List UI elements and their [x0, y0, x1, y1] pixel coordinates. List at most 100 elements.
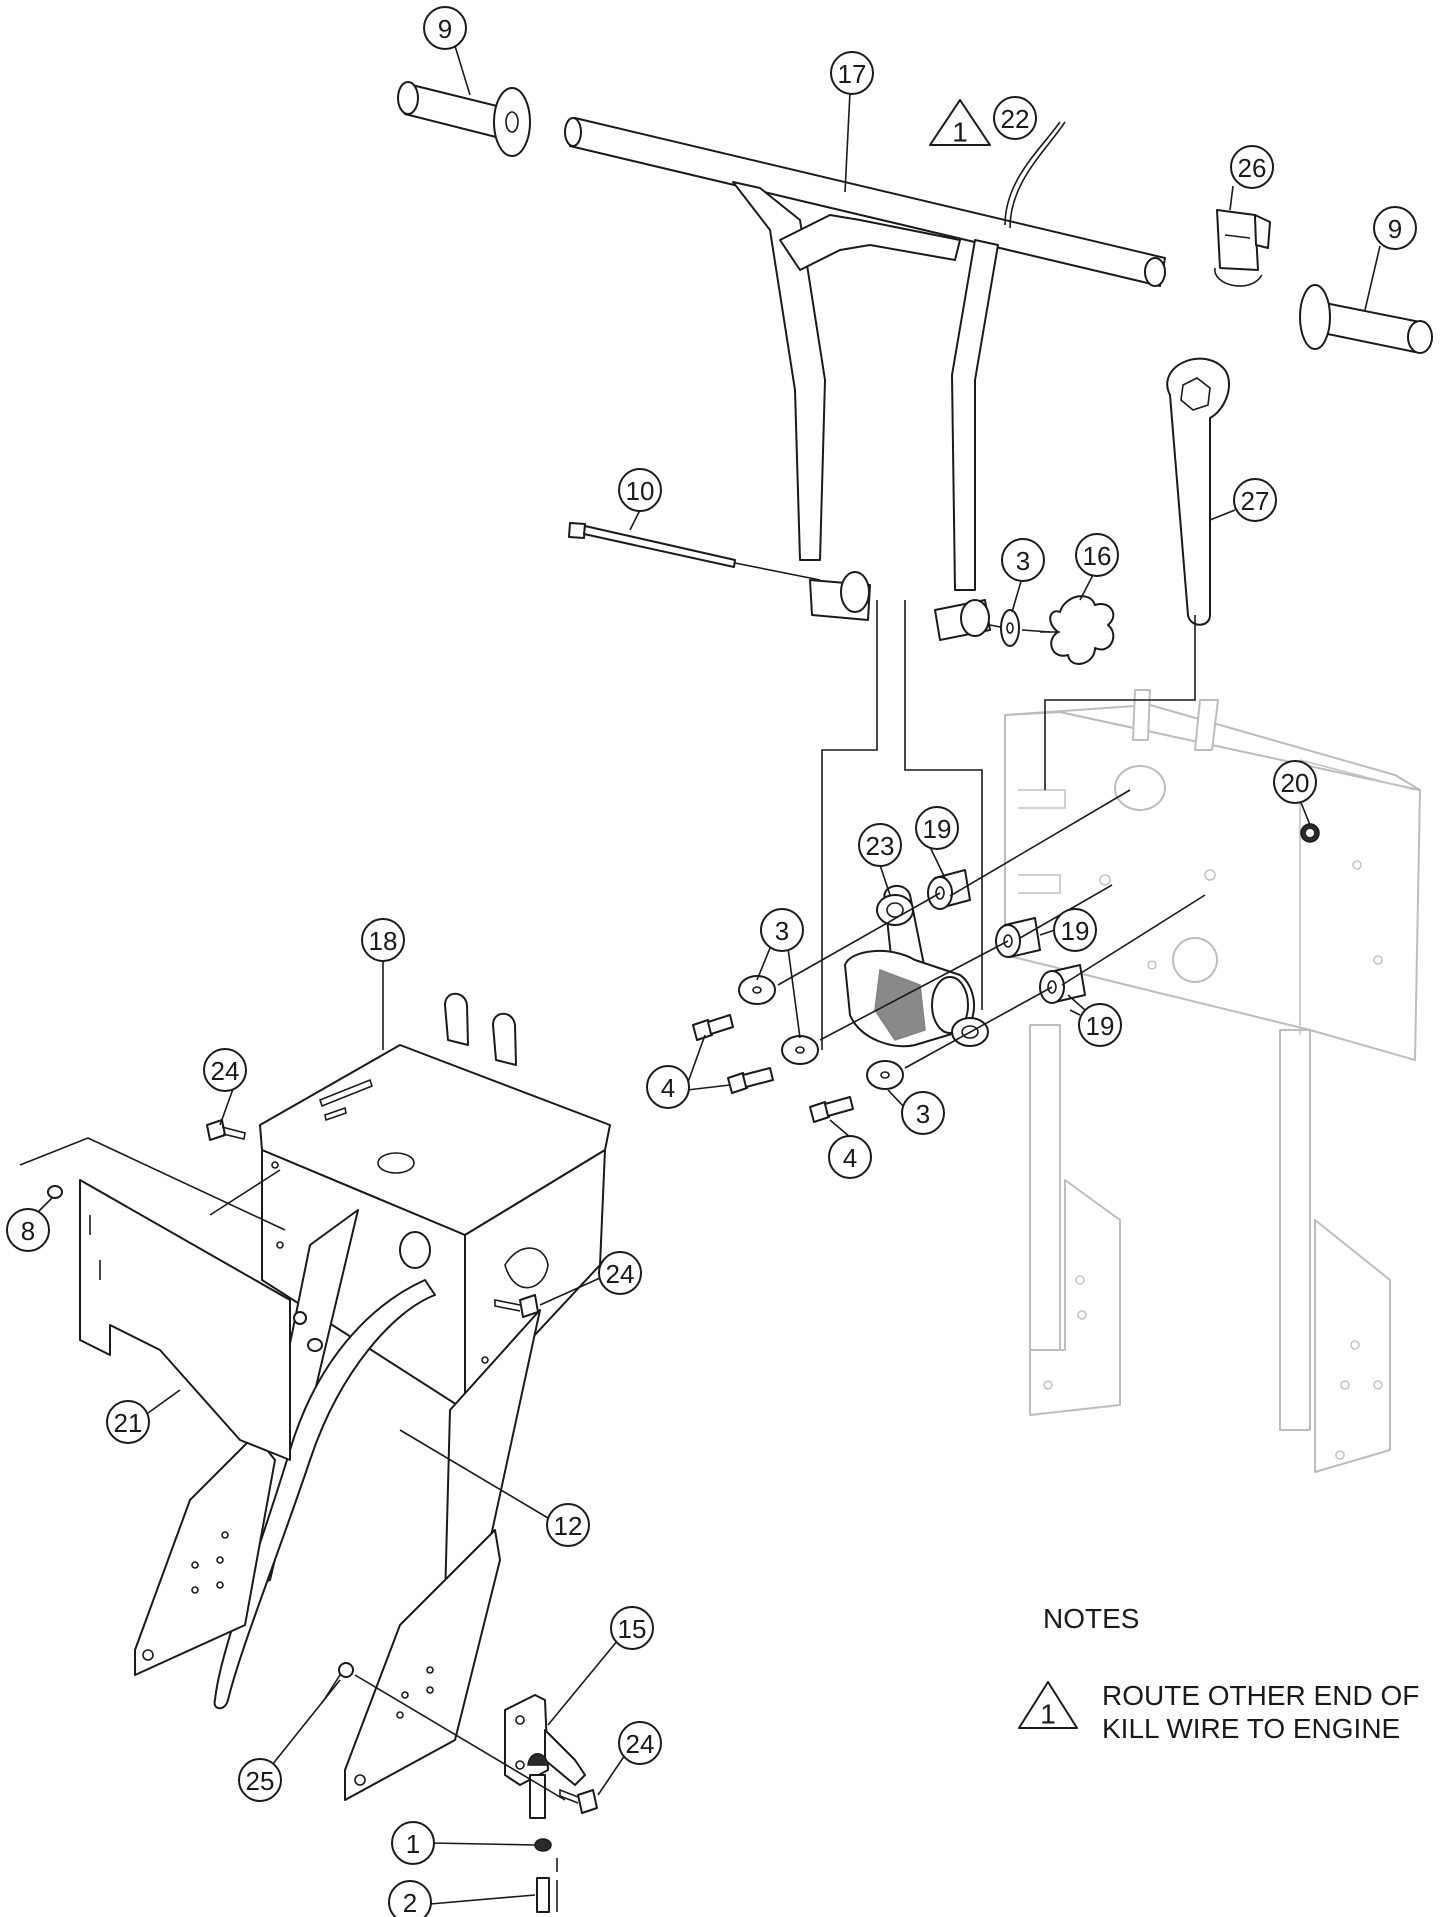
callout-circle — [6, 1208, 50, 1252]
ghost-tab — [1132, 689, 1151, 741]
spacer-lower — [1039, 964, 1086, 1004]
callout-number: 9 — [1388, 214, 1402, 244]
callout-circle — [1230, 145, 1274, 189]
callout-24: 24 — [203, 1048, 247, 1092]
callout-2: 2 — [388, 1880, 432, 1917]
notes-title: NOTES — [1043, 1603, 1139, 1634]
washer — [1000, 609, 1020, 647]
cover-plate-guide-line — [209, 1169, 281, 1216]
ghost-tab — [1194, 699, 1219, 751]
callout-number: 3 — [775, 916, 789, 946]
callout-number: 24 — [606, 1259, 635, 1289]
callout-circle — [858, 823, 902, 867]
callout-number: 10 — [626, 476, 655, 506]
callout-circle — [391, 1821, 435, 1865]
nut-hole — [1306, 829, 1314, 837]
ghost-hole — [1099, 874, 1111, 886]
flange-nut — [338, 1662, 354, 1678]
notes-warning-triangle — [1018, 1681, 1078, 1729]
callout-circle — [546, 1503, 590, 1547]
handlebar-tube-end — [564, 117, 582, 147]
grip-left — [397, 81, 531, 157]
callout-circle — [598, 1251, 642, 1295]
long-bolt — [568, 522, 821, 581]
callout-19: 19 — [915, 806, 959, 850]
callout-circle — [1233, 478, 1277, 522]
ghost-hole — [1335, 1450, 1345, 1460]
callout-circle — [203, 1048, 247, 1092]
callout-circle — [1373, 206, 1417, 250]
washer — [738, 975, 776, 1005]
pivot-bracket — [844, 885, 989, 1048]
callout-12: 12 — [546, 1503, 590, 1547]
ghost-box-top — [1004, 704, 1421, 791]
callout-9: 9 — [423, 6, 467, 50]
screw — [293, 1311, 323, 1352]
ghost-hole — [1350, 1340, 1360, 1350]
handlebar-crossbar — [569, 117, 1166, 287]
callout-number: 3 — [916, 1099, 930, 1129]
callout-circle — [1075, 533, 1119, 577]
callout-circle — [760, 908, 804, 952]
ghost-hole-large — [1172, 937, 1218, 983]
ghost-hole — [1077, 1310, 1087, 1320]
callout-1: 1 — [391, 1821, 435, 1865]
callout-circle — [1053, 908, 1097, 952]
ghost-box-side-edge — [1299, 759, 1416, 1035]
callout-21: 21 — [106, 1400, 150, 1444]
callout-20: 20 — [1273, 760, 1317, 804]
handlebar-assembly — [564, 117, 1166, 641]
ghost-boss — [1114, 765, 1166, 811]
wrench-leader — [1044, 615, 1196, 790]
callout-16: 16 — [1075, 533, 1119, 577]
ghost-plate-left — [1029, 1179, 1121, 1416]
ghost-hole — [1352, 860, 1362, 870]
sleeve-leaders — [821, 600, 983, 1050]
callout-3: 3 — [760, 908, 804, 952]
kill-switch — [1214, 209, 1271, 287]
control-box — [259, 992, 611, 1411]
callout-18: 18 — [361, 918, 405, 962]
callout-circle — [830, 51, 874, 95]
kill-wire-outline — [1009, 121, 1066, 229]
ghost-frame-assembly — [1004, 689, 1421, 1473]
callout-number: 24 — [211, 1056, 240, 1086]
callout-4: 4 — [828, 1135, 872, 1179]
spacer-middle — [995, 917, 1041, 958]
screw — [494, 1294, 539, 1318]
callout-10: 10 — [618, 468, 662, 512]
callout-8: 8 — [6, 1208, 50, 1252]
cover-plate-guide-line — [19, 1137, 286, 1231]
washer — [866, 1060, 904, 1090]
ghost-hole — [1075, 1275, 1085, 1285]
kill-wire — [1004, 121, 1061, 226]
callout-24: 24 — [598, 1251, 642, 1295]
pin — [536, 1877, 550, 1913]
handlebar-right-sleeve-end — [960, 599, 990, 637]
wrench — [1166, 357, 1230, 626]
callout-22: 22 — [993, 96, 1037, 140]
callout-number: 2 — [403, 1888, 417, 1917]
ghost-hole — [1373, 1380, 1383, 1390]
warning-badge-number: 1 — [952, 117, 968, 148]
callout-number: 3 — [1016, 546, 1030, 576]
handlebar-brace — [779, 214, 961, 271]
callout-circle — [423, 6, 467, 50]
callout-circle — [610, 1606, 654, 1650]
callout-number: 4 — [661, 1073, 675, 1103]
callout-15: 15 — [610, 1606, 654, 1650]
callout-circle — [1273, 760, 1317, 804]
callout-number: 20 — [1281, 768, 1310, 798]
washer — [781, 1035, 819, 1065]
assembly-leaders — [777, 789, 1206, 1069]
callout-number: 22 — [1001, 104, 1030, 134]
handlebar-tube-end — [1144, 257, 1166, 287]
knob-leader — [989, 624, 1051, 633]
ghost-bracket — [1018, 789, 1066, 894]
callout-circle — [388, 1880, 432, 1917]
callout-3: 3 — [1001, 538, 1045, 582]
callout-number: 19 — [923, 814, 952, 844]
ghost-leg-right — [1279, 1029, 1311, 1431]
screw — [47, 1185, 63, 1199]
